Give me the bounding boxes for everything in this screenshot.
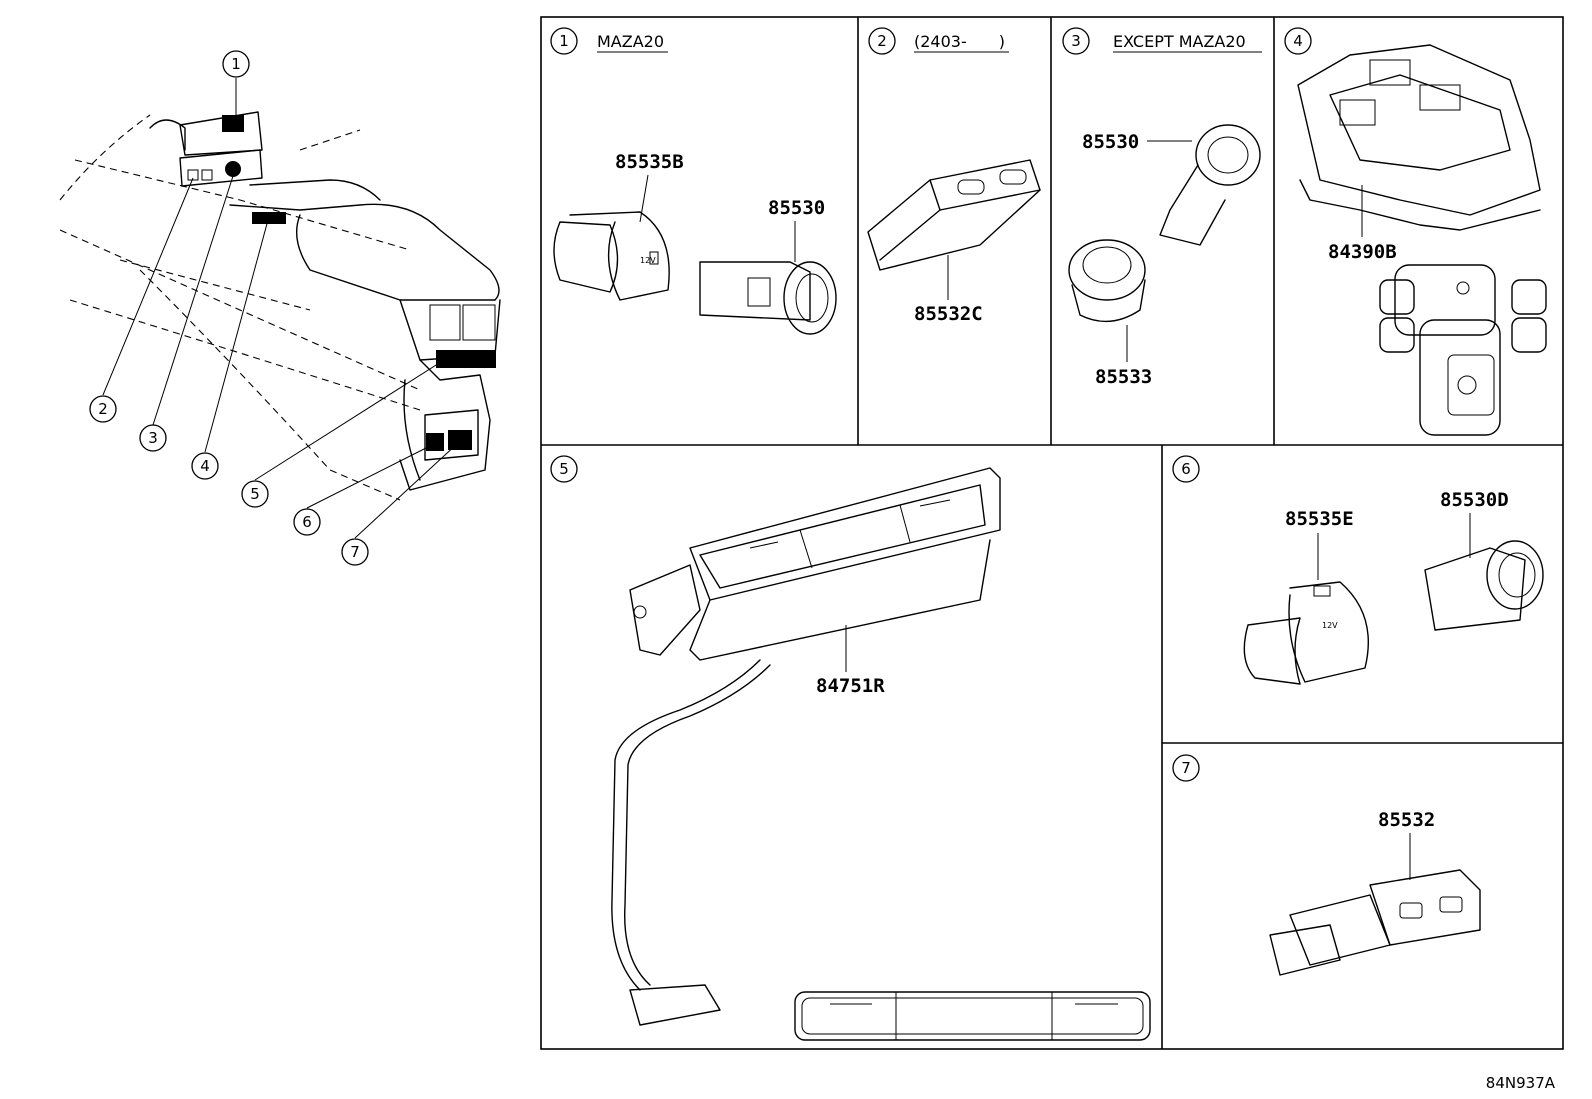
overview-callout-2: 2: [89, 395, 117, 423]
panel-4-number: 4: [1284, 27, 1312, 55]
12v-socket-85535B: 12V: [553, 211, 670, 301]
svg-text:3: 3: [148, 429, 158, 447]
part-number-85530-except: 85530: [1082, 131, 1139, 153]
socket-85530D: [1424, 540, 1544, 631]
panel-3-header: EXCEPT MAZA20: [1113, 32, 1246, 51]
panel-1: 1 MAZA20 85535B 85530 12V: [550, 27, 837, 335]
usb-port-85532: [1269, 869, 1481, 976]
overview-callout-4: 4: [191, 452, 219, 480]
12v-socket-85535E: 12V: [1243, 581, 1369, 685]
panel-2-header: (2403- ): [914, 32, 1005, 51]
heater-switch-front-view: [794, 991, 1151, 1041]
socket-85530: [699, 261, 837, 335]
panel-7-number: 7: [1172, 754, 1200, 782]
panel-2: 2 (2403- ) 85532C: [867, 27, 1041, 325]
panel-grid: [540, 16, 1564, 1050]
overview-callout-7: 7: [341, 538, 369, 566]
svg-text:6: 6: [302, 513, 312, 531]
part-number-85530D: 85530D: [1440, 489, 1509, 511]
svg-text:3: 3: [1071, 32, 1081, 50]
svg-text:12V: 12V: [640, 256, 656, 265]
part-number-85532: 85532: [1378, 809, 1435, 831]
panel-7: 7 85532: [1172, 754, 1481, 976]
panel-1-number: 1: [550, 27, 578, 55]
part-number-85532C: 85532C: [914, 303, 983, 325]
svg-text:2: 2: [98, 400, 108, 418]
svg-text:5: 5: [559, 460, 569, 478]
socket-85530-except: [1159, 124, 1261, 246]
overview-callout-1: 1: [222, 50, 250, 78]
svg-text:1: 1: [559, 32, 569, 50]
panel-1-header: MAZA20: [597, 32, 664, 51]
svg-text:1: 1: [231, 55, 241, 73]
switch-front-view: [1379, 264, 1547, 436]
svg-text:12V: 12V: [1322, 621, 1338, 630]
panel-3-number: 3: [1062, 27, 1090, 55]
part-number-85533: 85533: [1095, 366, 1152, 388]
svg-text:7: 7: [1181, 759, 1191, 777]
svg-text:2: 2: [877, 32, 887, 50]
usb-port-85532C: [867, 159, 1041, 271]
svg-text:7: 7: [350, 543, 360, 561]
part-number-84751R: 84751R: [816, 675, 885, 697]
panel-5-number: 5: [550, 455, 578, 483]
panel-2-number: 2: [868, 27, 896, 55]
illustration-code: 84N937A: [1486, 1074, 1556, 1092]
svg-text:4: 4: [200, 457, 210, 475]
overview-callout-6: 6: [293, 508, 321, 536]
part-number-85530: 85530: [768, 197, 825, 219]
panel-6: 6 85535E 85530D 12V: [1172, 455, 1544, 685]
heater-switch-84751R: [611, 467, 1001, 1026]
sleeve-85533: [1068, 239, 1146, 323]
switch-assembly-84390B: [1297, 44, 1541, 231]
panel-3: 3 EXCEPT MAZA20 85530 85533: [1062, 27, 1262, 388]
console-overview: 1 2 3 4 5 6 7: [59, 50, 501, 566]
panel-5: 5 84751R: [550, 455, 1151, 1041]
svg-text:6: 6: [1181, 460, 1191, 478]
overview-callout-5: 5: [241, 480, 269, 508]
panel-6-number: 6: [1172, 455, 1200, 483]
part-number-85535E: 85535E: [1285, 508, 1354, 530]
part-number-84390B: 84390B: [1328, 241, 1397, 263]
panel-4: 4 84390B: [1284, 27, 1547, 436]
part-number-85535B: 85535B: [615, 151, 684, 173]
svg-text:4: 4: [1293, 32, 1303, 50]
overview-callout-3: 3: [139, 424, 167, 452]
svg-text:5: 5: [250, 485, 260, 503]
